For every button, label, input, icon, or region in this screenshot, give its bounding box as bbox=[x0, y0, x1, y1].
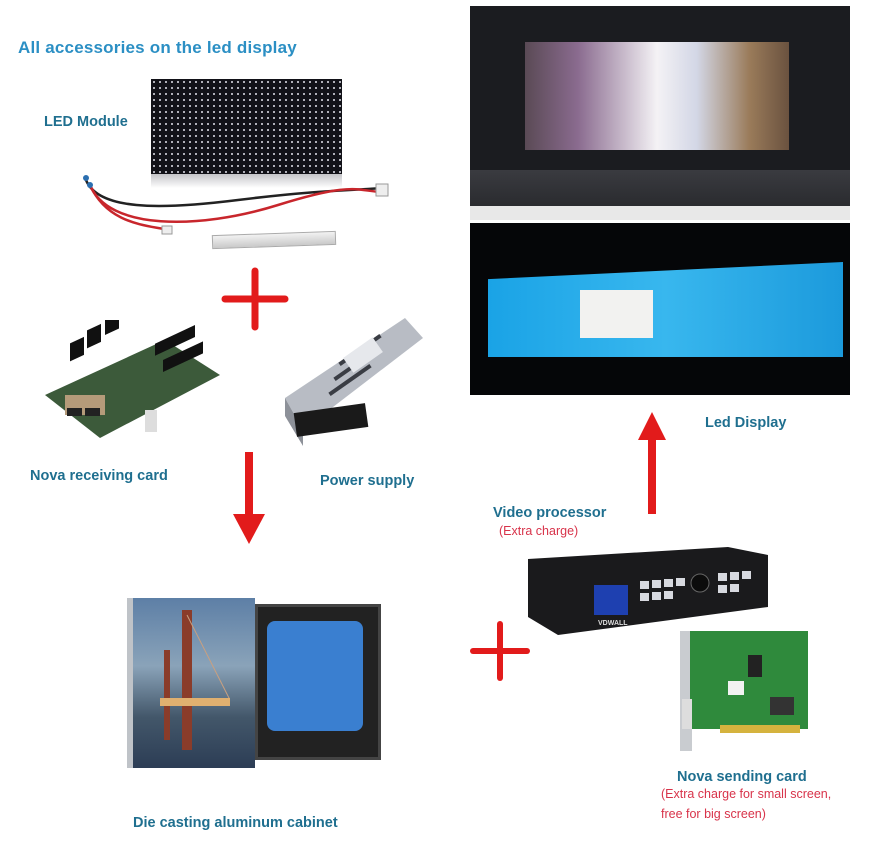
power-supply-label: Power supply bbox=[320, 473, 415, 489]
receiving-card-image bbox=[45, 320, 220, 438]
video-processor-image: VDWALL bbox=[528, 547, 768, 635]
arrow-down-icon bbox=[233, 452, 265, 544]
video-processor-note: (Extra charge) bbox=[499, 524, 579, 538]
page-title: All accessories on the led display bbox=[18, 38, 297, 57]
plus-icon bbox=[470, 621, 530, 681]
presentation-slide bbox=[580, 290, 653, 338]
led-module-image bbox=[151, 79, 342, 174]
cabinet-label: Die casting aluminum cabinet bbox=[133, 815, 338, 831]
sending-card-label: Nova sending card bbox=[677, 769, 807, 785]
bridge-picture bbox=[160, 610, 230, 750]
power-supply-image bbox=[285, 318, 423, 446]
plus-icon bbox=[221, 267, 289, 331]
receiving-card-label: Nova receiving card bbox=[30, 468, 168, 484]
led-module-reflection bbox=[151, 174, 342, 188]
video-processor-label: Video processor bbox=[493, 505, 607, 521]
led-display-screen-curved bbox=[488, 262, 843, 357]
sending-card-note-1: (Extra charge for small screen, bbox=[661, 787, 832, 801]
arrow-up-icon bbox=[638, 412, 666, 514]
sending-card-image bbox=[680, 631, 808, 751]
sending-card-note-2: free for big screen) bbox=[661, 807, 766, 821]
vdwall-brand: VDWALL bbox=[598, 620, 628, 627]
led-display-screen-landscape bbox=[525, 42, 789, 150]
stage-floor bbox=[470, 170, 850, 206]
led-module-label: LED Module bbox=[44, 114, 128, 130]
power-cable-image bbox=[83, 175, 389, 235]
led-display-label: Led Display bbox=[705, 415, 787, 431]
cabinet-back-cover bbox=[267, 621, 363, 731]
photo-separator bbox=[470, 206, 850, 220]
